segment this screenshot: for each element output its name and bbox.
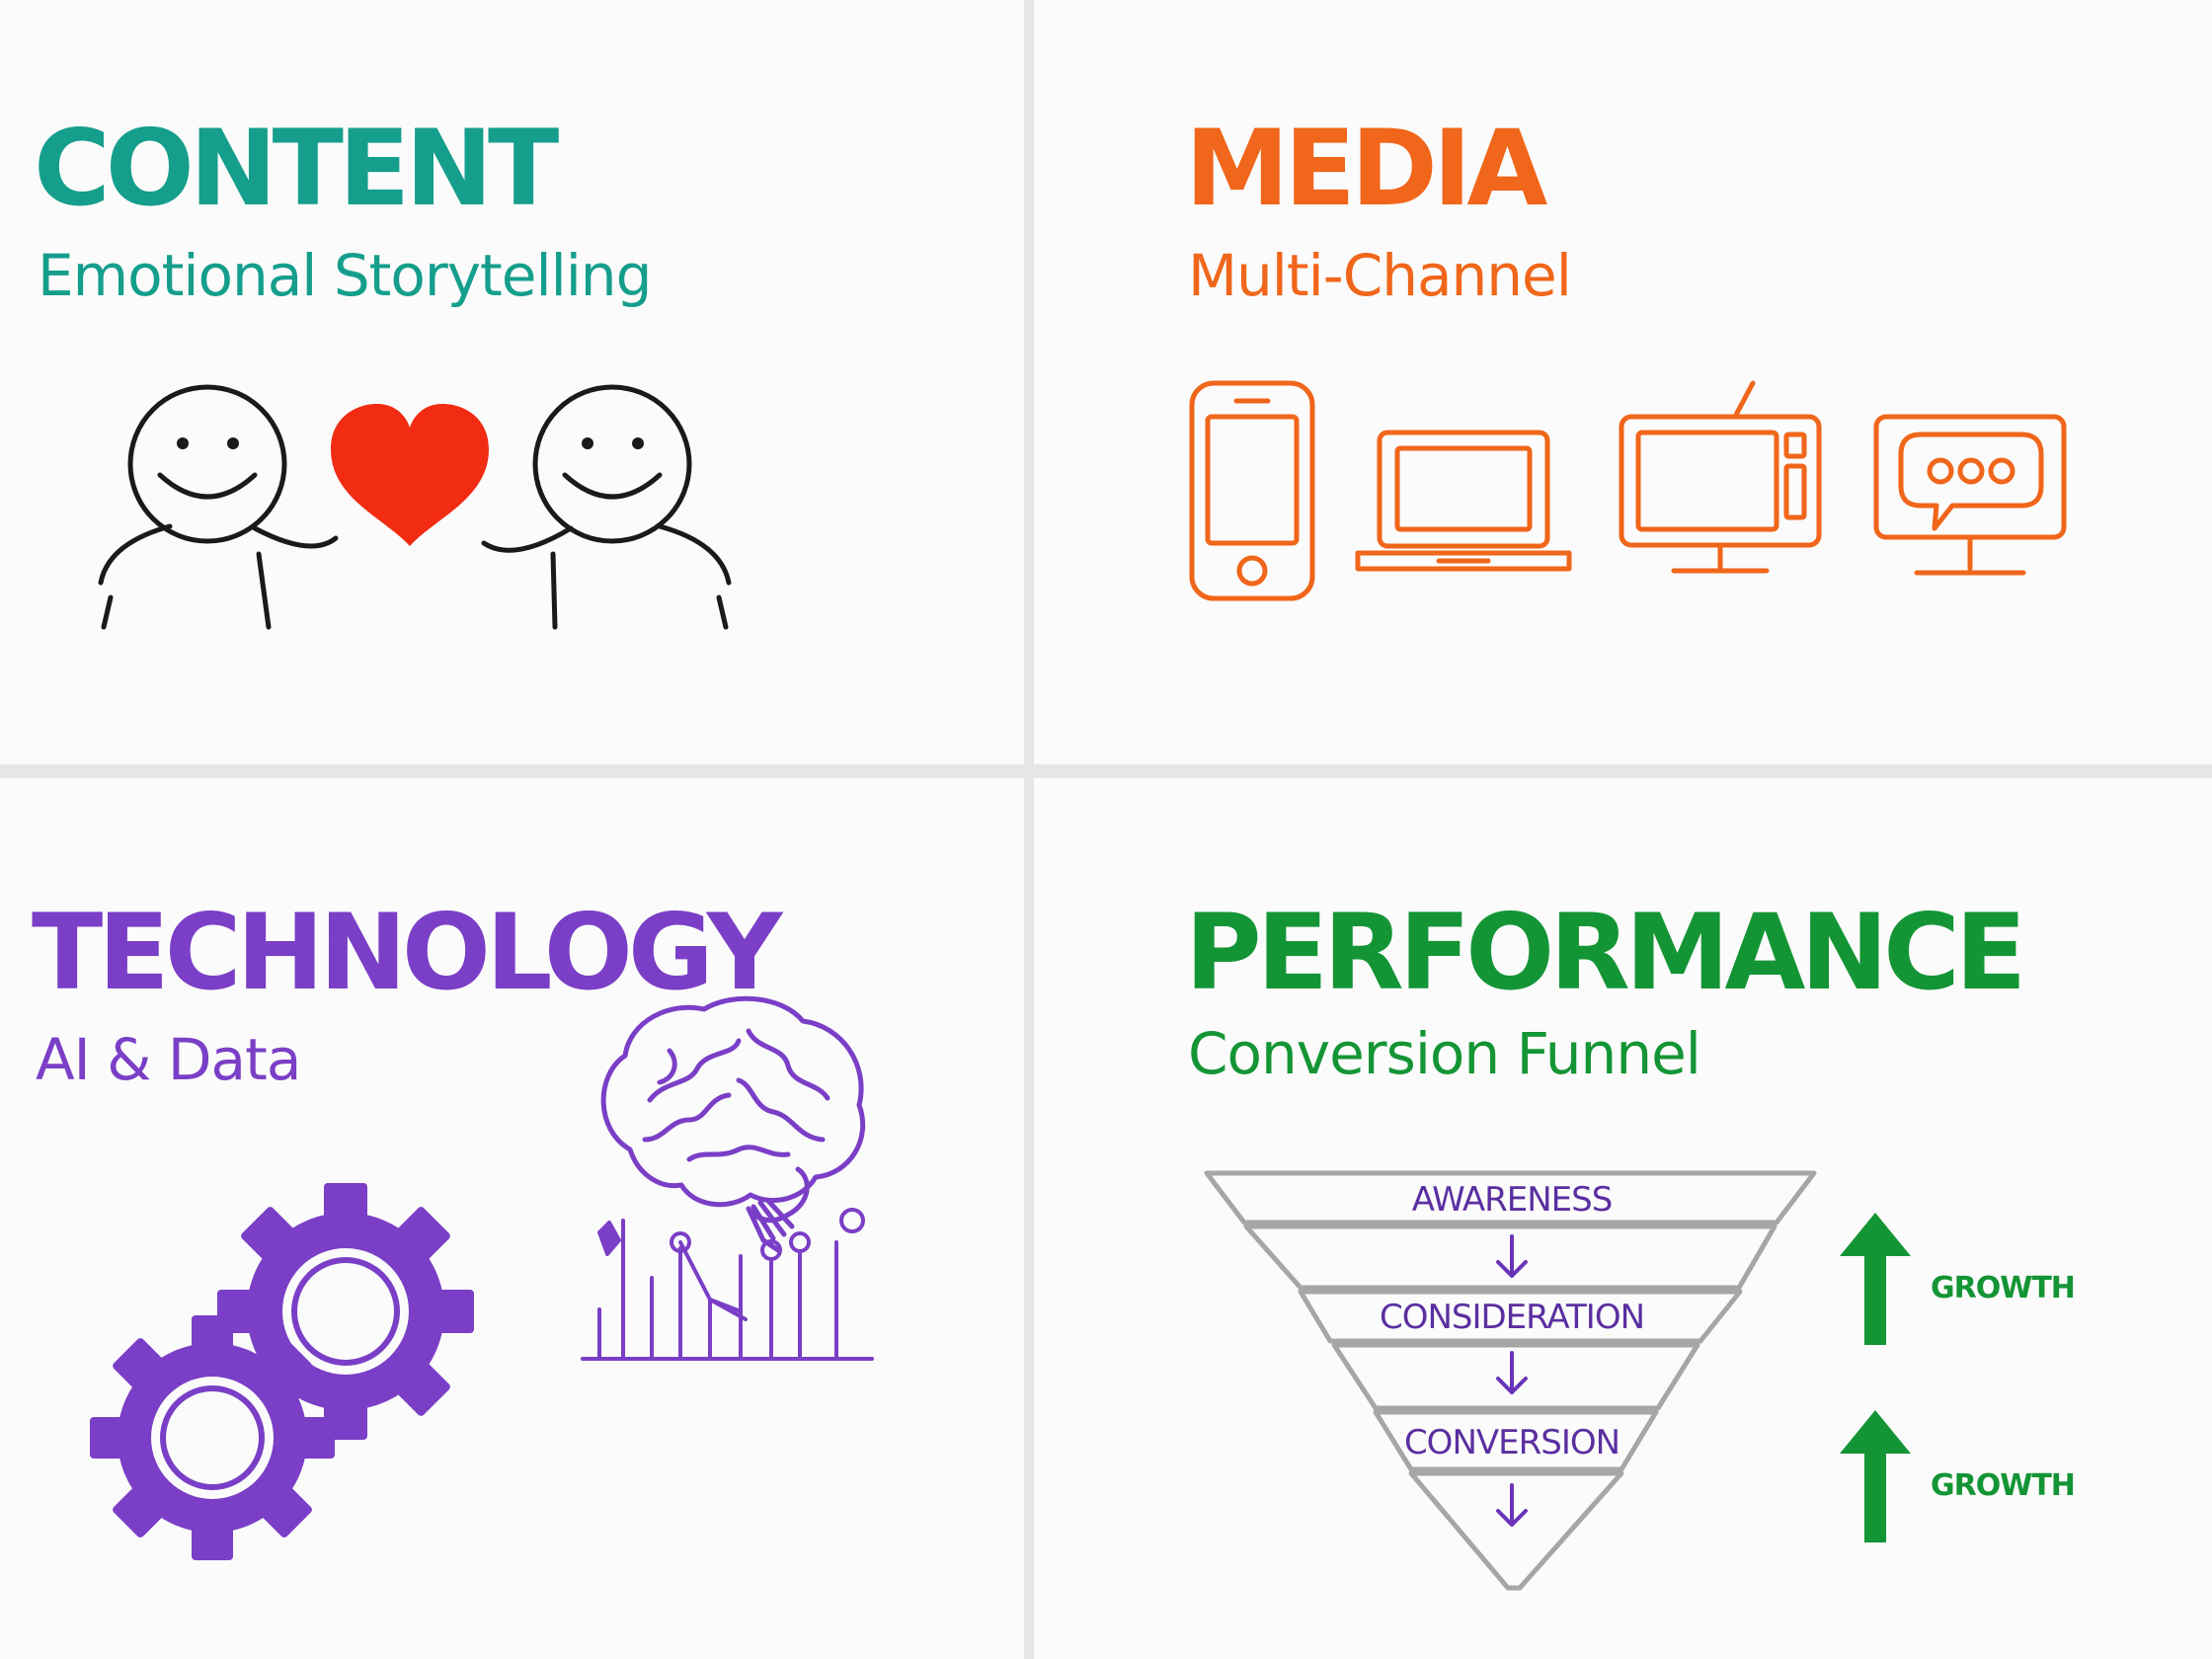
funnel-stage-gap-1 — [1243, 1224, 1778, 1291]
smiley-person-icon — [98, 384, 339, 630]
gears-icon — [90, 1183, 474, 1560]
storytelling-illustration — [98, 384, 732, 630]
technology-title: TECHNOLOGY — [32, 892, 782, 1013]
funnel-label-awareness: AWARENESS — [1412, 1180, 1613, 1220]
media-panel: MEDIA Multi-Channel — [1034, 0, 2212, 764]
content-title: CONTENT — [34, 108, 559, 229]
growth-arrow-icon — [1840, 1213, 1911, 1345]
smartphone-icon — [1189, 380, 1315, 601]
technology-subtitle: AI & Data — [36, 1026, 301, 1093]
funnel-arrow-2 — [1496, 1351, 1528, 1394]
performance-title: PERFORMANCE — [1185, 892, 2026, 1013]
monitor-chat-icon — [1873, 414, 2067, 576]
brain-icon — [600, 995, 866, 1253]
funnel-arrow-3 — [1496, 1483, 1528, 1527]
data-chart-icon — [581, 1208, 874, 1361]
laptop-icon — [1355, 430, 1572, 572]
heart-icon — [331, 404, 489, 546]
tv-icon — [1619, 380, 1822, 574]
growth-indicators: GROWTH GROWTH — [1840, 1213, 2076, 1542]
technology-panel: TECHNOLOGY AI & Data — [0, 778, 1024, 1659]
gear-large — [217, 1183, 474, 1440]
media-subtitle: Multi-Channel — [1188, 242, 1572, 309]
funnel-stage-consideration — [1298, 1289, 1743, 1344]
performance-subtitle: Conversion Funnel — [1188, 1020, 1701, 1087]
channels-illustration — [1189, 380, 2067, 601]
conversion-funnel: AWARENESS CONSIDERATION CONVERSION — [1204, 1170, 1817, 1591]
gear-small — [90, 1315, 335, 1560]
funnel-label-conversion: CONVERSION — [1404, 1423, 1620, 1462]
funnel-label-consideration: CONSIDERATION — [1380, 1298, 1644, 1337]
content-panel: CONTENT Emotional Storytelling — [0, 0, 1024, 764]
media-title: MEDIA — [1185, 108, 1547, 229]
funnel-stage-awareness — [1204, 1170, 1817, 1225]
content-subtitle: Emotional Storytelling — [38, 242, 652, 309]
growth-arrow-icon — [1840, 1410, 1911, 1542]
funnel-stage-conversion — [1373, 1409, 1659, 1472]
funnel-arrow-1 — [1496, 1234, 1528, 1278]
smiley-person-icon — [481, 384, 732, 630]
funnel-stage-gap-2 — [1331, 1342, 1700, 1411]
growth-label-1: GROWTH — [1931, 1271, 2075, 1305]
funnel-stage-tip — [1408, 1470, 1624, 1591]
performance-panel: PERFORMANCE Conversion Funnel AWARENESS … — [1034, 778, 2212, 1659]
growth-label-2: GROWTH — [1931, 1468, 2075, 1503]
